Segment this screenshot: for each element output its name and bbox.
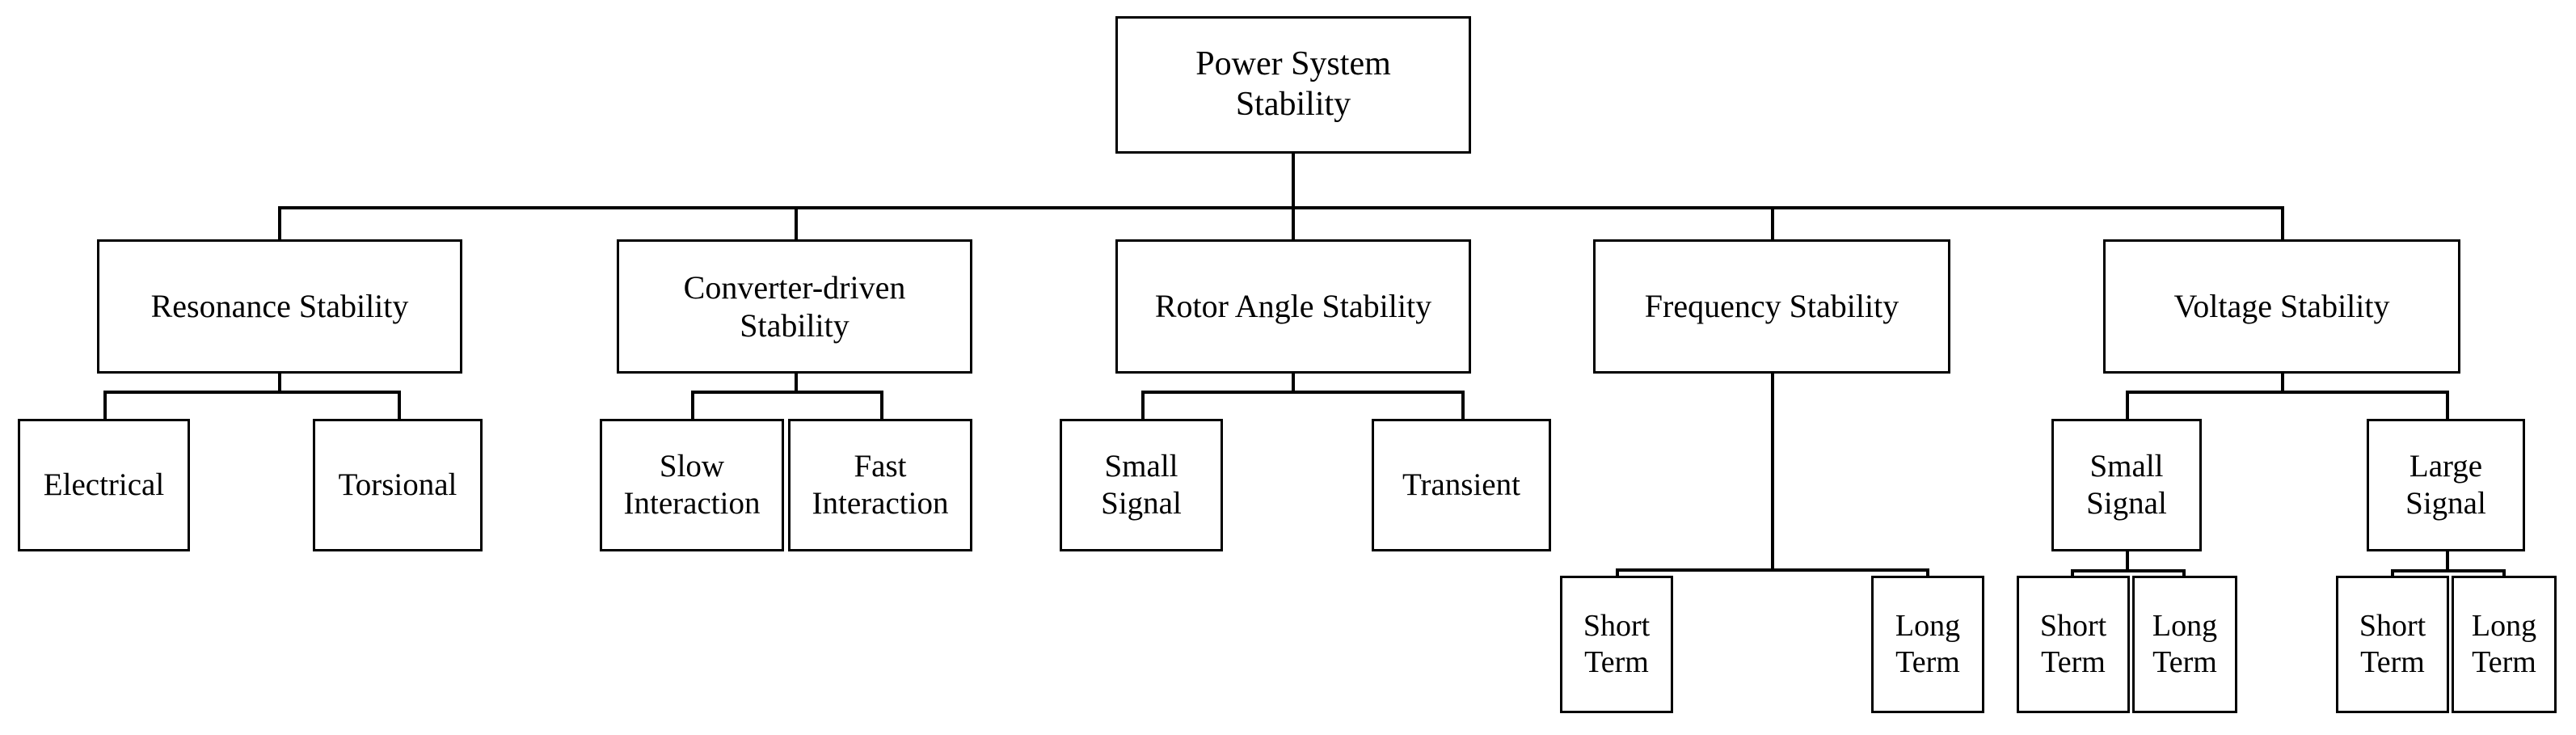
connector-rotor-down [1292,374,1295,394]
node-label: Frequency Stability [1644,288,1899,325]
node-label: Electrical [43,467,165,502]
node-rotor-transient[interactable]: Transient [1372,419,1551,551]
node-rotor-angle-stability[interactable]: Rotor Angle Stability [1115,239,1471,374]
node-label: Torsional [338,467,457,502]
connector-bus-to-resonance [278,206,281,242]
connector-volt-small-signal-down [2126,550,2129,572]
connector-converter-to-slow [691,391,694,421]
node-resonance-stability[interactable]: Resonance Stability [97,239,462,374]
node-label: Rotor Angle Stability [1154,288,1432,325]
node-label: Resonance Stability [150,288,409,325]
connector-voltage-down [2281,374,2284,394]
connector-main-bus [278,206,2284,209]
connector-converter-down [795,374,798,394]
connector-voltage-to-large-signal [2446,391,2449,421]
connector-rotor-bus [1141,391,1465,394]
connector-frequency-down [1771,374,1774,572]
node-voltage-small-signal[interactable]: Small Signal [2051,419,2202,551]
node-voltage-large-signal[interactable]: Large Signal [2367,419,2525,551]
connector-rotor-to-transient [1461,391,1465,421]
node-frequency-short-term[interactable]: Short Term [1560,576,1673,713]
node-frequency-stability[interactable]: Frequency Stability [1593,239,1950,374]
node-voltage-small-signal-long-term[interactable]: Long Term [2132,576,2237,713]
connector-bus-to-rotor [1292,206,1295,242]
connector-rotor-to-small-signal [1141,391,1145,421]
connector-frequency-bus [1616,568,1929,572]
node-label: Long Term [1895,609,1961,679]
node-label: Transient [1402,467,1520,502]
connector-voltage-bus [2126,391,2449,394]
connector-resonance-bus [103,391,401,394]
connector-volt-large-signal-down [2446,550,2449,572]
node-label: Short Term [2039,609,2107,679]
node-frequency-long-term[interactable]: Long Term [1871,576,1984,713]
connector-voltage-to-small-signal [2126,391,2129,421]
node-label: Converter-driven Stability [683,268,906,344]
connector-bus-to-voltage [2281,206,2284,242]
connector-root-down [1292,154,1295,208]
node-fast-interaction[interactable]: Fast Interaction [788,419,972,551]
node-converter-driven-stability[interactable]: Converter-driven Stability [617,239,972,374]
connector-converter-to-fast [880,391,883,421]
node-label: Fast Interaction [812,448,949,521]
connector-bus-to-converter [795,206,798,242]
node-label: Slow Interaction [623,448,761,521]
node-power-system-stability[interactable]: Power System Stability [1115,16,1471,154]
node-label: Voltage Stability [2173,288,2390,325]
node-label: Long Term [2152,609,2218,679]
node-label: Large Signal [2405,448,2486,521]
connector-converter-bus [691,391,883,394]
node-voltage-large-signal-long-term[interactable]: Long Term [2452,576,2557,713]
connector-volt-large-signal-bus [2391,569,2506,572]
connector-resonance-to-torsional [398,391,401,421]
node-label: Short Term [2359,609,2426,679]
node-label: Power System Stability [1195,45,1391,123]
node-torsional[interactable]: Torsional [313,419,483,551]
node-voltage-small-signal-short-term[interactable]: Short Term [2017,576,2130,713]
node-voltage-stability[interactable]: Voltage Stability [2103,239,2460,374]
node-electrical[interactable]: Electrical [18,419,190,551]
connector-bus-to-frequency [1771,206,1774,242]
node-label: Short Term [1583,609,1651,679]
node-voltage-large-signal-short-term[interactable]: Short Term [2336,576,2449,713]
node-label: Small Signal [1101,448,1182,521]
node-label: Long Term [2471,609,2537,679]
connector-volt-small-signal-bus [2071,569,2186,572]
node-rotor-small-signal[interactable]: Small Signal [1060,419,1223,551]
connector-resonance-to-electrical [103,391,107,421]
node-label: Small Signal [2086,448,2167,521]
connector-resonance-down [278,374,281,394]
node-slow-interaction[interactable]: Slow Interaction [600,419,784,551]
